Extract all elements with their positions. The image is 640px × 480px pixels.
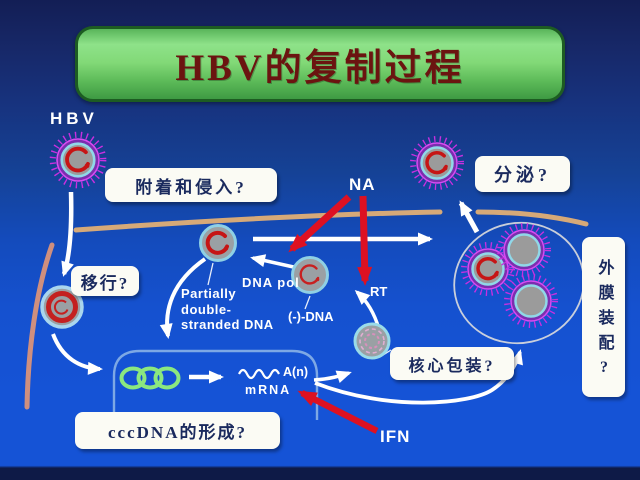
secretion-arrow [458,200,480,234]
cell-membrane-top [73,209,443,233]
envelope-assembly-box: 外膜装配? [582,237,625,397]
uncoating-arrow [51,333,103,375]
nuclear-entry-arrow [159,257,207,339]
secrete-box: 分泌? [475,156,570,192]
nucleus-outline [112,349,319,432]
page-title: HBV的复制过程 [175,48,465,89]
capsid-pdsdna-icon [199,224,237,262]
secreted-virion-icon [413,139,461,187]
capsid-minusdna-icon [291,256,329,294]
title-banner: HBV的复制过程 [75,26,565,102]
capsid-core-icon [353,322,391,360]
cell-membrane-left [24,242,55,410]
minusdna-callout-line [304,295,311,310]
rt-label: RT [370,284,388,299]
partially-line-1: Partially [181,286,237,301]
hbv-label: HBV [50,109,98,128]
cccdna-icon [119,366,181,390]
hbv-virion-icon [53,135,103,185]
partially-ds-dna-label: Partially double- stranded DNA [181,286,274,333]
mrna-squiggle [238,368,280,380]
poly-a-label: A(n) [283,365,308,379]
partially-line-2: double- [181,301,232,317]
na-label: NA [349,175,376,194]
dna-pol-label: DNA pol [242,275,300,290]
ifn-inhibit-arrow [297,390,379,434]
dna-pol-arrow [250,254,299,270]
ifn-label: IFN [380,427,411,446]
uncoated-virion-icon [40,285,84,329]
cccdna-formation-box: cccDNA的形成? [75,412,280,449]
minus-dna-label: (-)-DNA [288,309,334,324]
attach-invade-box: 附着和侵入? [105,168,277,202]
partially-line-3: stranded DNA [181,317,274,332]
vesicle-virion-icon [500,226,548,274]
mrna-label: mRNA [245,383,292,397]
migrate-box: 移行? [71,266,139,296]
pdsdna-callout-line [207,262,214,286]
cell-membrane-right [475,209,589,227]
core-packaging-box: 核心包装? [390,347,514,380]
packaging-arrow [313,370,352,383]
na-inhibit-arrow-1 [288,194,352,253]
entry-arrow [61,191,74,277]
na-inhibit-arrow-2 [357,195,373,286]
vesicle-virion-icon [507,277,555,325]
